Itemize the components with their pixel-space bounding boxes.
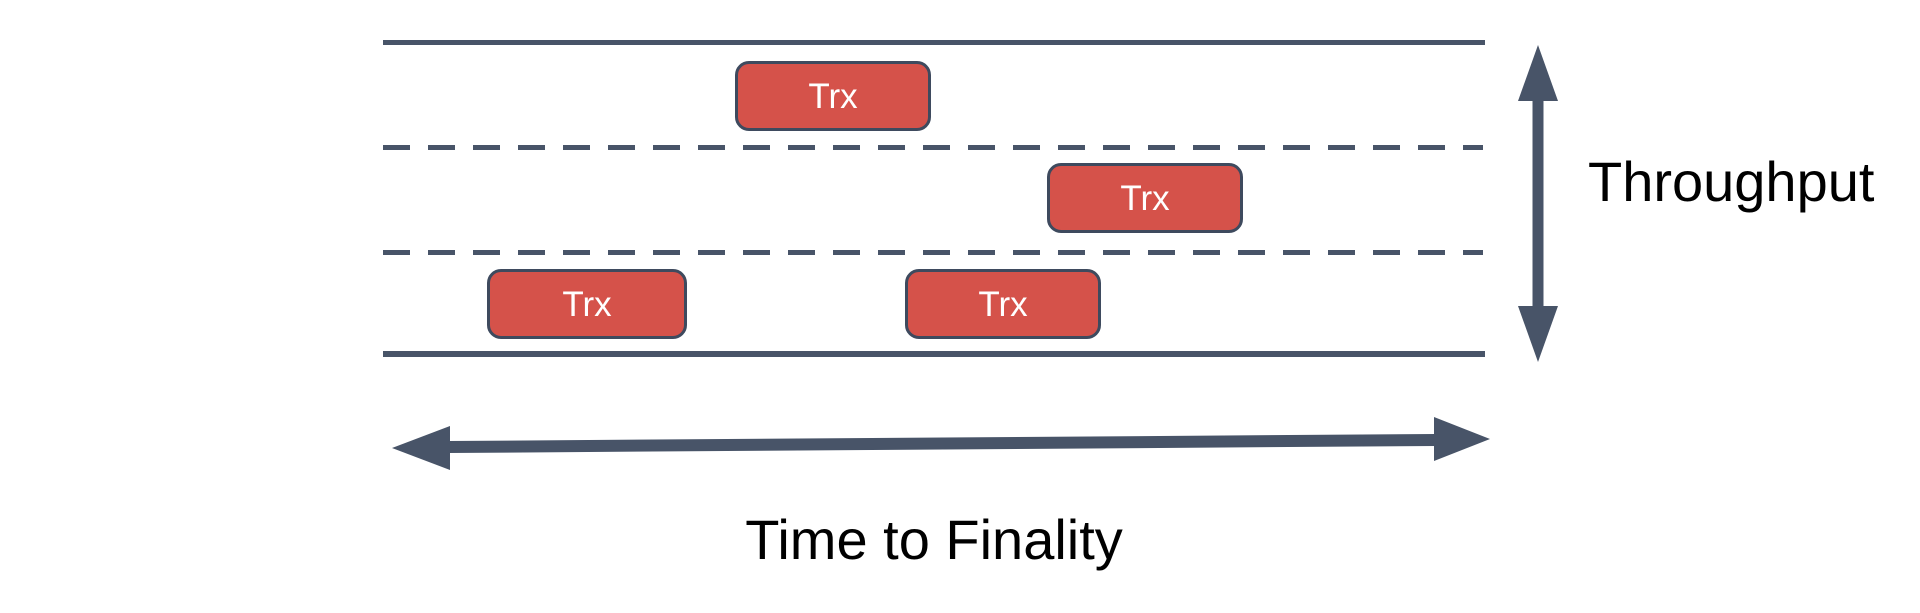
- road-top-line: [383, 40, 1485, 45]
- trx-box-lane3-right: Trx: [905, 269, 1101, 339]
- lane-divider-dashed-2: [383, 250, 1483, 255]
- time-to-finality-label: Time to Finality: [745, 508, 1123, 571]
- trx-box-lane3-left: Trx: [487, 269, 687, 339]
- time-to-finality-double-arrow-icon: [392, 417, 1490, 470]
- trx-label: Trx: [808, 76, 858, 116]
- trx-box-lane2: Trx: [1047, 163, 1243, 233]
- trx-box-lane1: Trx: [735, 61, 931, 131]
- trx-label: Trx: [978, 284, 1028, 324]
- lane-divider-dashed-1: [383, 145, 1483, 150]
- throughput-double-arrow-icon: [1518, 45, 1558, 362]
- trx-label: Trx: [562, 284, 612, 324]
- trx-label: Trx: [1120, 178, 1170, 218]
- throughput-label: Throughput: [1588, 150, 1875, 213]
- road-bottom-line: [383, 351, 1485, 357]
